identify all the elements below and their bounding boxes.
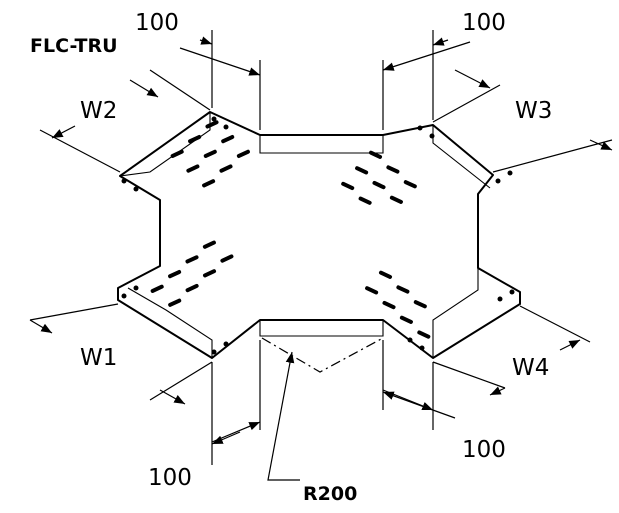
tray-outline bbox=[117, 111, 521, 359]
dim-arrow-top-right-b bbox=[432, 37, 449, 46]
dim-arrow-w3 bbox=[454, 69, 491, 89]
dim-label-w1: W1 bbox=[80, 345, 117, 371]
slot-holes bbox=[121, 116, 515, 355]
dim-arrow-w1 bbox=[29, 319, 53, 334]
dim-arrow-bottom-right-b bbox=[382, 391, 456, 419]
dim-label-bottom-left: 100 bbox=[148, 465, 192, 491]
dim-arrow-w2 bbox=[129, 79, 159, 98]
dim-arrow-w3-b bbox=[589, 139, 613, 151]
dim-arrow-w2-b bbox=[51, 125, 76, 139]
dim-arrow-top-left-b bbox=[199, 36, 213, 45]
dim-label-w2: W2 bbox=[80, 98, 117, 124]
radius-leader bbox=[267, 351, 300, 481]
radius-label: R200 bbox=[303, 483, 357, 505]
dim-label-top-left: 100 bbox=[135, 10, 179, 36]
tray-flanges bbox=[117, 112, 491, 358]
dim-arrow-bottom-left bbox=[211, 421, 261, 443]
dim-label-w4: W4 bbox=[512, 355, 549, 381]
drawing-code: FLC-TRU bbox=[30, 35, 118, 57]
dim-arrow-w4 bbox=[559, 339, 581, 351]
dim-arrow-top-left bbox=[179, 47, 261, 76]
dim-arrow-bottom-left-b bbox=[211, 431, 241, 445]
dim-label-w3: W3 bbox=[515, 98, 552, 124]
dim-arrow-top-right bbox=[382, 41, 471, 71]
dim-arrow-w4-b bbox=[489, 386, 506, 396]
dim-label-top-right: 100 bbox=[462, 10, 506, 36]
radius-centerline bbox=[261, 337, 384, 373]
extension-lines bbox=[29, 30, 613, 465]
dim-arrow-w1-b bbox=[159, 389, 186, 405]
dim-label-bottom-right: 100 bbox=[462, 437, 506, 463]
